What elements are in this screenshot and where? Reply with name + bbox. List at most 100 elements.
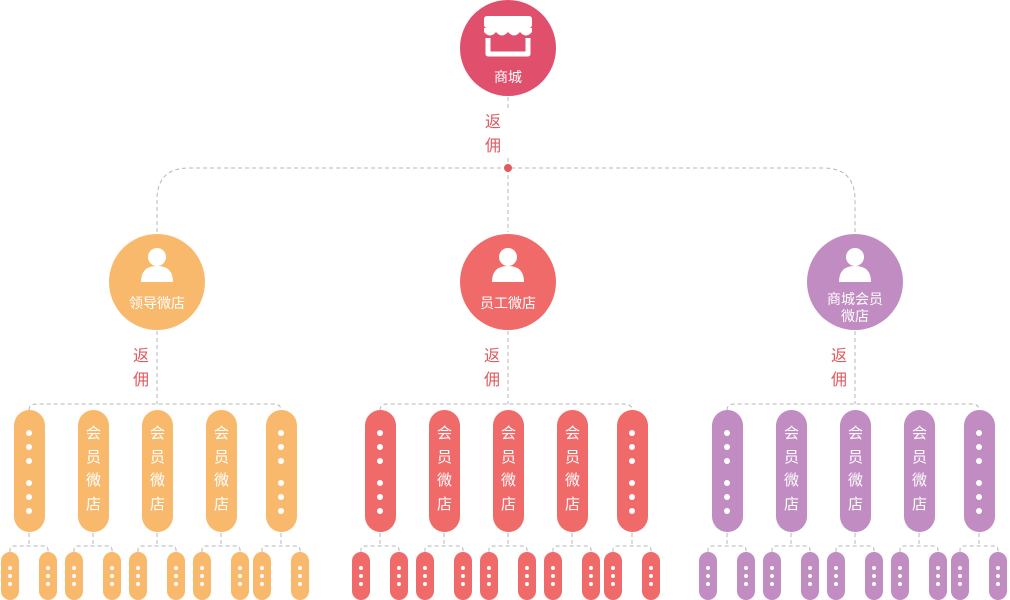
- ellipsis-dot: [958, 566, 962, 570]
- ellipsis-dot: [8, 566, 12, 570]
- ellipsis-dot: [359, 566, 363, 570]
- ellipsis-dot: [976, 458, 982, 464]
- ellipsis-dot: [487, 582, 491, 586]
- rebate-char: 返: [483, 346, 500, 365]
- rebate-label: 返 佣: [483, 110, 503, 158]
- ellipsis-dot: [260, 582, 264, 586]
- ellipsis-dot: [397, 582, 401, 586]
- member-shop-char: 会: [783, 424, 799, 442]
- ellipsis-dot: [649, 566, 653, 570]
- more-pill: [365, 410, 396, 532]
- ellipsis-dot: [976, 480, 982, 486]
- ellipsis-dot: [278, 458, 284, 464]
- staff-shop-node: 员工微店: [460, 234, 556, 330]
- connector-line: [424, 545, 464, 552]
- member-shop-char: 员: [847, 447, 863, 466]
- member-shop-char: 会: [213, 424, 229, 442]
- rebate-char: 佣: [483, 370, 500, 389]
- member-shop-text: 会员微店: [78, 422, 109, 516]
- member-shop-char: 会: [85, 424, 101, 442]
- member-shop-char: 店: [500, 494, 516, 513]
- more-pill: [964, 410, 995, 532]
- more-pill: [617, 410, 648, 532]
- member-shop-pill: 会员微店: [557, 410, 588, 532]
- ellipsis-dot: [72, 566, 76, 570]
- user-icon: [839, 248, 871, 282]
- ellipsis-dot: [72, 574, 76, 578]
- member-shop-text: 会员微店: [776, 422, 807, 516]
- ellipsis-dot: [724, 494, 730, 500]
- member-shop-char: 员: [213, 447, 229, 466]
- connector-line: [360, 545, 400, 552]
- ellipsis-dot: [808, 566, 812, 570]
- mall-node-label: 商城: [494, 70, 522, 86]
- ellipsis-dot: [110, 566, 114, 570]
- sub-shop-pill: [390, 552, 408, 600]
- ellipsis-dot: [525, 566, 529, 570]
- ellipsis-dot: [744, 574, 748, 578]
- ellipsis-dot: [377, 494, 383, 500]
- connector-line: [899, 545, 939, 552]
- ellipsis-dot: [487, 574, 491, 578]
- ellipsis-dot: [278, 494, 284, 500]
- ellipsis-dot: [744, 582, 748, 586]
- ellipsis-dot: [551, 582, 555, 586]
- ellipsis-dot: [174, 582, 178, 586]
- ellipsis-dot: [200, 574, 204, 578]
- member-shop-char: 微: [436, 471, 452, 489]
- member-shop-char: 会: [911, 424, 927, 442]
- shop-label-line: 微店: [841, 309, 869, 325]
- ellipsis-dot: [611, 574, 615, 578]
- ellipsis-dot: [551, 566, 555, 570]
- rebate-char: 返: [484, 112, 501, 131]
- member-shop-char: 店: [436, 494, 452, 513]
- member-shop-char: 会: [564, 424, 580, 442]
- sub-shop-pill: [582, 552, 600, 600]
- member-shop-pill: 会员微店: [142, 410, 173, 532]
- sub-shop-pill: [827, 552, 845, 600]
- sub-shop-pill: [454, 552, 472, 600]
- ellipsis-dot: [629, 458, 635, 464]
- ellipsis-dot: [724, 458, 730, 464]
- ellipsis-dot: [461, 582, 465, 586]
- ellipsis-dot: [46, 582, 50, 586]
- ellipsis-dot: [629, 444, 635, 450]
- member-shop-char: 微: [847, 471, 863, 489]
- ellipsis-dot: [377, 458, 383, 464]
- ellipsis-dot: [936, 582, 940, 586]
- sub-shop-pill: [352, 552, 370, 600]
- sub-shop-pill: [253, 552, 271, 600]
- member-shop-char: 微: [564, 471, 580, 489]
- sub-shop-pill: [518, 552, 536, 600]
- ellipsis-dot: [834, 574, 838, 578]
- member-shop-char: 会: [847, 424, 863, 442]
- member-shop-char: 店: [149, 494, 165, 513]
- rebate-char: 佣: [484, 136, 501, 155]
- ellipsis-dot: [423, 574, 427, 578]
- more-pill: [712, 410, 743, 532]
- connector-line: [28, 403, 282, 411]
- ellipsis-dot: [174, 574, 178, 578]
- member-shop-char: 员: [436, 447, 452, 466]
- shop-label-line: 员工微店: [480, 296, 536, 312]
- sub-shop-pill: [231, 552, 249, 600]
- rebate-label: 返 佣: [829, 344, 849, 392]
- ellipsis-dot: [649, 574, 653, 578]
- sub-shop-pill: [291, 552, 309, 600]
- ellipsis-dot: [200, 582, 204, 586]
- rebate-char: 返: [132, 346, 149, 365]
- ellipsis-dot: [26, 480, 32, 486]
- ellipsis-dot: [260, 566, 264, 570]
- ellipsis-dot: [136, 566, 140, 570]
- member-shop-char: 员: [149, 447, 165, 466]
- ellipsis-dot: [724, 444, 730, 450]
- ellipsis-dot: [278, 444, 284, 450]
- member-shop-char: 会: [500, 424, 516, 442]
- member-shop-pill: 会员微店: [429, 410, 460, 532]
- rebate-char: 佣: [830, 370, 847, 389]
- member-shop-char: 员: [911, 447, 927, 466]
- member-shop-char: 微: [213, 471, 229, 489]
- ellipsis-dot: [936, 574, 940, 578]
- ellipsis-dot: [724, 430, 730, 436]
